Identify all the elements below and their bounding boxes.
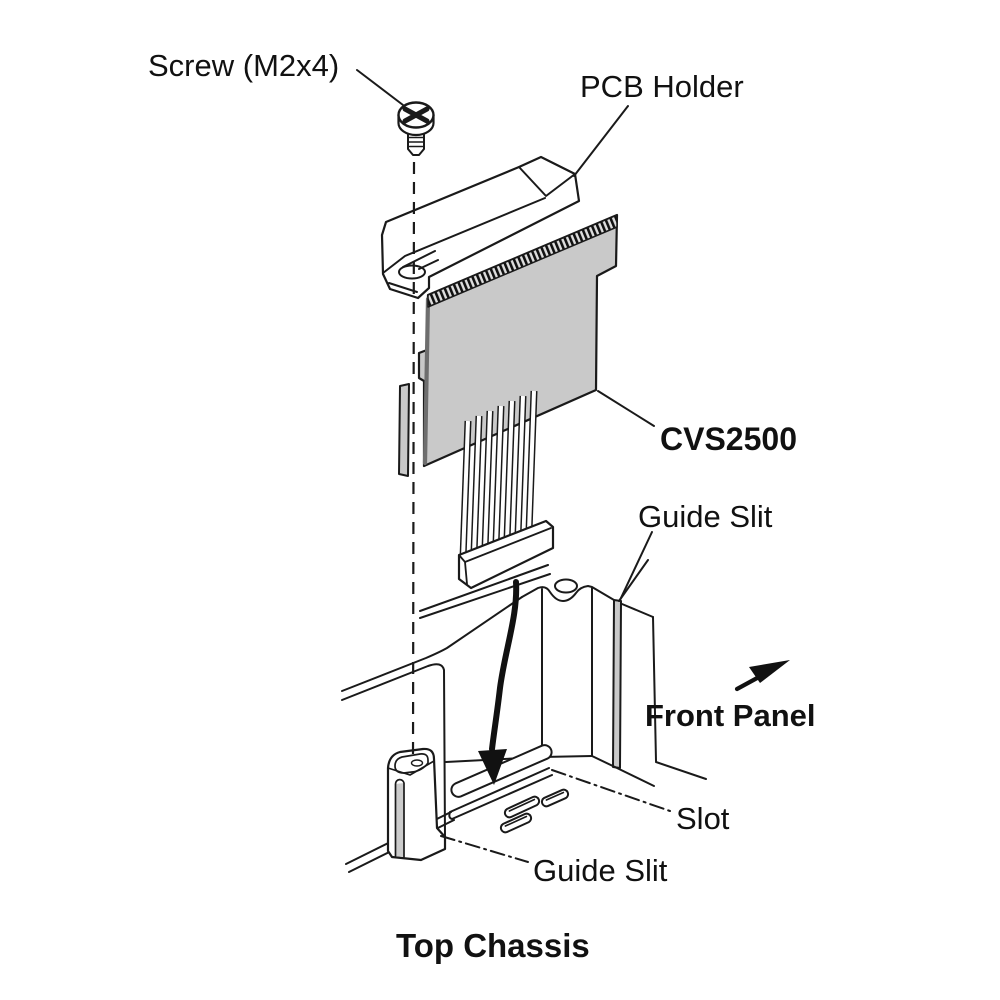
board-label: CVS2500 <box>660 421 797 457</box>
chassis-rim-line-2 <box>419 573 551 619</box>
small-cutout-1-depth <box>508 798 536 812</box>
screw-leader-line <box>356 69 404 106</box>
ribbon-cable <box>459 390 538 559</box>
pcb-board <box>398 213 619 477</box>
insertion-arrow-head <box>478 749 507 785</box>
leader-lines <box>356 69 671 863</box>
wire-core <box>494 405 503 545</box>
guide-slit-top-label: Guide Slit <box>638 499 773 534</box>
flex-cable <box>489 579 520 752</box>
guide-post-inner-hole <box>410 759 424 767</box>
insertion-arrow <box>478 579 520 785</box>
screw-drawing <box>397 101 435 156</box>
pcb-holder-bracket <box>380 155 581 300</box>
chassis-edge-right-top <box>621 603 654 618</box>
cable-connector <box>457 519 555 590</box>
slot-label: Slot <box>676 801 730 836</box>
pcb-surface <box>417 213 619 468</box>
small-cutout-3 <box>540 788 570 808</box>
chassis-floor-edge-upper <box>341 596 523 692</box>
guide-slit-right <box>612 599 622 769</box>
screw-phillips-cross <box>402 106 430 124</box>
guide-post <box>386 747 447 862</box>
guide-post-slit-fill <box>395 783 404 857</box>
chassis-wall-bottom-right <box>591 755 655 787</box>
chassis-slot-lip <box>450 744 553 798</box>
small-cutout-3-depth <box>545 791 565 801</box>
chassis-bottom-right-edge <box>655 761 707 780</box>
small-cutout-2-depth <box>504 815 528 827</box>
pcb-contact-edge <box>427 214 618 308</box>
holder-countersink-lines <box>402 250 439 270</box>
front-panel-arrow-line <box>734 674 762 692</box>
pcb-holder-leader-line <box>573 105 629 177</box>
wire-core <box>516 395 525 536</box>
front-panel-label: Front Panel <box>645 698 816 733</box>
pcb-holder-label: PCB Holder <box>580 69 744 104</box>
chassis-small-cutouts <box>499 788 570 834</box>
top-chassis-label: Top Chassis <box>396 927 590 964</box>
chassis-edge-right-side <box>652 616 657 762</box>
wire-core <box>527 390 536 532</box>
connector-edges <box>458 527 552 585</box>
diagram-labels: Screw (M2x4) PCB Holder CVS2500 Guide Sl… <box>148 48 816 964</box>
guide-post-front-rim <box>387 760 435 776</box>
cvs2500-leader-line <box>597 390 655 427</box>
top-chassis-drawing <box>341 559 707 873</box>
screw-axis-dashed-line <box>411 161 416 763</box>
pcb-left-edge <box>422 296 431 466</box>
chassis-wall-top-edge <box>521 585 615 602</box>
wire-core <box>461 420 470 559</box>
pcb-side-strip <box>398 383 410 477</box>
screw-label: Screw (M2x4) <box>148 48 339 83</box>
wire-core <box>483 410 492 550</box>
wire-core <box>472 415 481 554</box>
chassis-floor-edge-lower <box>341 663 446 839</box>
connector-body <box>457 519 555 590</box>
guide-post-slit <box>394 778 405 858</box>
guide-slit-bottom-label: Guide Slit <box>533 853 668 888</box>
chassis-screw-hole <box>554 578 578 594</box>
front-panel-arrow <box>734 660 790 692</box>
slot-leader-line <box>551 769 671 812</box>
chassis-floor-slot <box>448 767 553 820</box>
front-panel-arrow-head <box>749 660 790 683</box>
holder-inner-edges <box>382 166 576 293</box>
chassis-rim-line-1 <box>419 564 549 612</box>
wire-core <box>505 400 514 541</box>
guide-slit-bottom-leader-line <box>440 835 529 863</box>
guide-slit-top-leader-line <box>619 531 653 601</box>
